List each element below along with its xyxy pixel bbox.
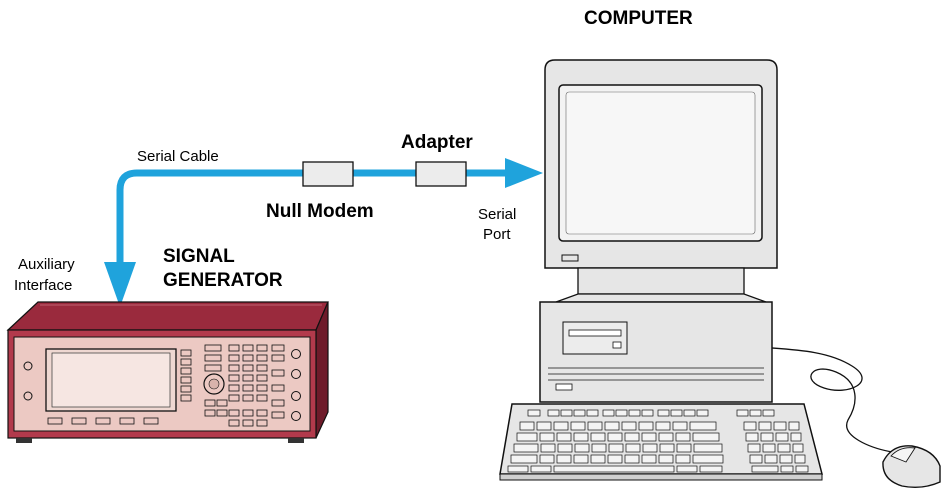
- auxiliary-interface-label-line1: Auxiliary: [18, 256, 75, 273]
- auxiliary-interface-label-line2: Interface: [14, 277, 73, 294]
- serial-port-label-line2: Port: [483, 226, 511, 243]
- signal-generator-label-line2: GENERATOR: [163, 270, 283, 291]
- adapter-block: [415, 161, 467, 187]
- serial-port-label-line1: Serial: [478, 206, 517, 223]
- serial-cable: [104, 158, 543, 307]
- signal-generator-label-line1: SIGNAL: [163, 246, 235, 267]
- computer-title: COMPUTER: [584, 8, 693, 29]
- signal-generator: [6, 301, 329, 443]
- null-modem-block: [302, 161, 354, 187]
- arrow-right-icon: [505, 158, 543, 188]
- arrow-down-icon: [104, 262, 136, 307]
- adapter-label: Adapter: [401, 132, 473, 153]
- computer: [499, 59, 941, 489]
- null-modem-label: Null Modem: [266, 201, 374, 222]
- serial-cable-label: Serial Cable: [137, 148, 219, 165]
